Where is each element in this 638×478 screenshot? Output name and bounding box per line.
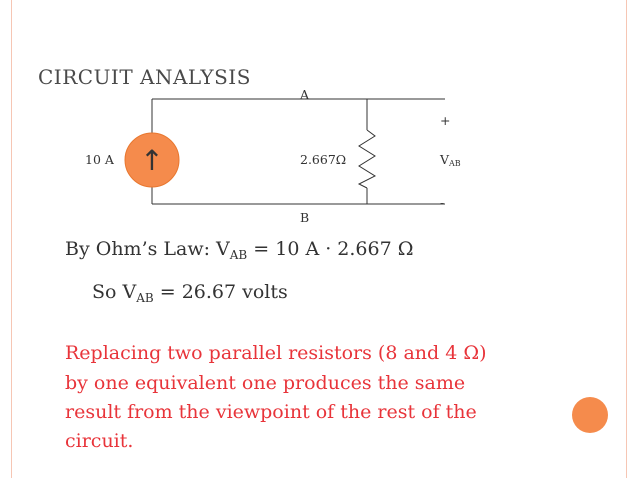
resistor-zigzag — [357, 129, 377, 189]
result-suffix: = 26.67 volts — [153, 281, 288, 303]
explanation-line-2: by one equivalent one produces the same — [65, 372, 466, 394]
explanation-line-1: Replacing two parallel resistors (8 and … — [65, 342, 487, 364]
slide-title: CIRCUIT ANALYSIS — [38, 65, 251, 89]
result-line: So VAB = 26.67 volts — [92, 281, 288, 305]
current-source — [124, 132, 180, 188]
explanation-line-3: result from the viewpoint of the rest of… — [65, 401, 477, 423]
vab-label: VAB — [439, 152, 461, 168]
explanation-line-4: circuit. — [65, 430, 134, 452]
left-border-line — [11, 0, 12, 478]
node-a-label: A — [299, 87, 310, 102]
node-b-label: B — [300, 210, 309, 225]
decorative-circle — [572, 397, 608, 433]
vab-subscript: AB — [448, 159, 461, 168]
resistor-label: 2.667Ω — [300, 152, 346, 167]
source-label: 10 A — [85, 152, 115, 167]
result-prefix: So V — [92, 281, 137, 303]
minus-terminal-label: - — [440, 195, 444, 210]
ohms-law-line: By Ohm’s Law: VAB = 10 A · 2.667 Ω — [65, 238, 414, 262]
current-arrow-icon: ↑ — [140, 144, 163, 177]
ohms-law-suffix: = 10 A · 2.667 Ω — [247, 238, 414, 260]
right-border-line — [626, 0, 627, 478]
ohms-law-subscript: AB — [229, 248, 248, 262]
vab-symbol: V — [439, 152, 450, 167]
result-subscript: AB — [136, 291, 154, 305]
ohms-law-prefix: By Ohm’s Law: V — [65, 238, 230, 260]
plus-terminal-label: + — [440, 113, 450, 128]
